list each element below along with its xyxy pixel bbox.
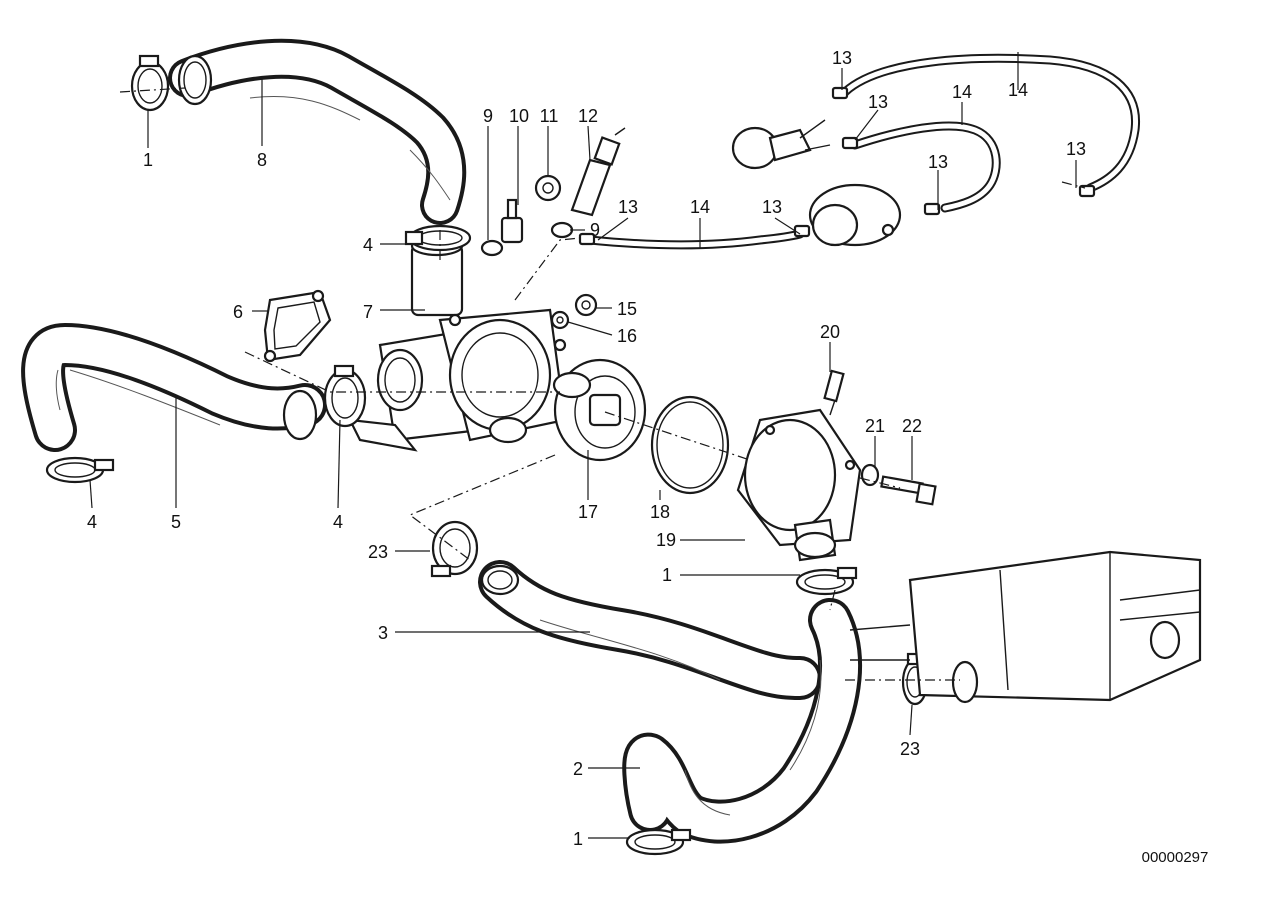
callout-18: 18 (650, 502, 670, 522)
hose-clamps-13 (578, 86, 1096, 246)
callout-labels: 1 8 9 10 11 12 13 13 14 14 13 13 13 14 1… (87, 48, 1086, 849)
callout-8: 8 (257, 150, 267, 170)
callout-4: 4 (87, 512, 97, 532)
hose-clamp-1-bottom (625, 828, 692, 856)
callout-1: 1 (573, 829, 583, 849)
hose-3 (478, 560, 822, 700)
washer-16 (550, 310, 570, 330)
callout-4: 4 (333, 512, 343, 532)
callout-3: 3 (378, 623, 388, 643)
callout-16: 16 (617, 326, 637, 346)
sealing-ring-9-a (480, 239, 504, 257)
callout-13: 13 (868, 92, 888, 112)
callout-21: 21 (865, 416, 885, 436)
callout-17: 17 (578, 502, 598, 522)
callout-9: 9 (590, 220, 600, 240)
hose-2 (622, 598, 862, 844)
sealing-ring-9-b (550, 221, 574, 239)
callout-1: 1 (662, 565, 672, 585)
callout-4: 4 (363, 235, 373, 255)
callout-1: 1 (143, 150, 153, 170)
callout-15: 15 (617, 299, 637, 319)
hose-clamp-23-left (430, 520, 479, 578)
callout-11: 11 (540, 106, 559, 126)
hose-8 (168, 38, 467, 225)
callout-13: 13 (928, 152, 948, 172)
nut-15 (574, 293, 598, 317)
vacuum-unit-middle (808, 183, 902, 247)
radiator-tank (849, 550, 1202, 704)
hose-clamp-4-middle (323, 364, 367, 428)
callout-23: 23 (368, 542, 388, 562)
housing-cover-19 (736, 408, 862, 562)
sealing-ring-18 (650, 395, 730, 495)
callout-13: 13 (618, 197, 638, 217)
sensor-20 (823, 369, 845, 416)
callout-13: 13 (832, 48, 852, 68)
document-id: 00000297 (1142, 849, 1209, 866)
hose-clamp-1-middle (795, 566, 858, 596)
callout-2: 2 (573, 759, 583, 779)
callout-14: 14 (1008, 80, 1028, 100)
plug-11 (534, 174, 562, 202)
thermostat-17 (552, 358, 647, 462)
assembly-lines (119, 87, 1086, 681)
callout-13: 13 (1066, 139, 1086, 159)
hose-clamp-4-left (45, 456, 115, 484)
bolt-22 (880, 475, 937, 506)
vacuum-hoses-14 (585, 53, 1141, 250)
callout-10: 10 (509, 106, 529, 126)
callout-5: 5 (171, 512, 181, 532)
callout-20: 20 (820, 322, 840, 342)
callout-14: 14 (690, 197, 710, 217)
callout-14: 14 (952, 82, 972, 102)
temperature-sensor-12 (570, 127, 626, 217)
callout-6: 6 (233, 302, 243, 322)
leader-lines (89, 52, 1077, 839)
callout-22: 22 (902, 416, 922, 436)
callout-23: 23 (900, 739, 920, 759)
callout-7: 7 (363, 302, 373, 322)
vacuum-unit-top (731, 119, 831, 170)
callout-19: 19 (656, 530, 676, 550)
callout-9: 9 (483, 106, 493, 126)
hose-5 (21, 323, 327, 452)
callout-13: 13 (762, 197, 782, 217)
thermostat-housing-7 (348, 235, 567, 452)
hose-clamp-1-top (130, 54, 170, 112)
temperature-switch-10 (500, 198, 524, 244)
callout-12: 12 (578, 106, 598, 126)
gasket-6 (263, 289, 332, 363)
